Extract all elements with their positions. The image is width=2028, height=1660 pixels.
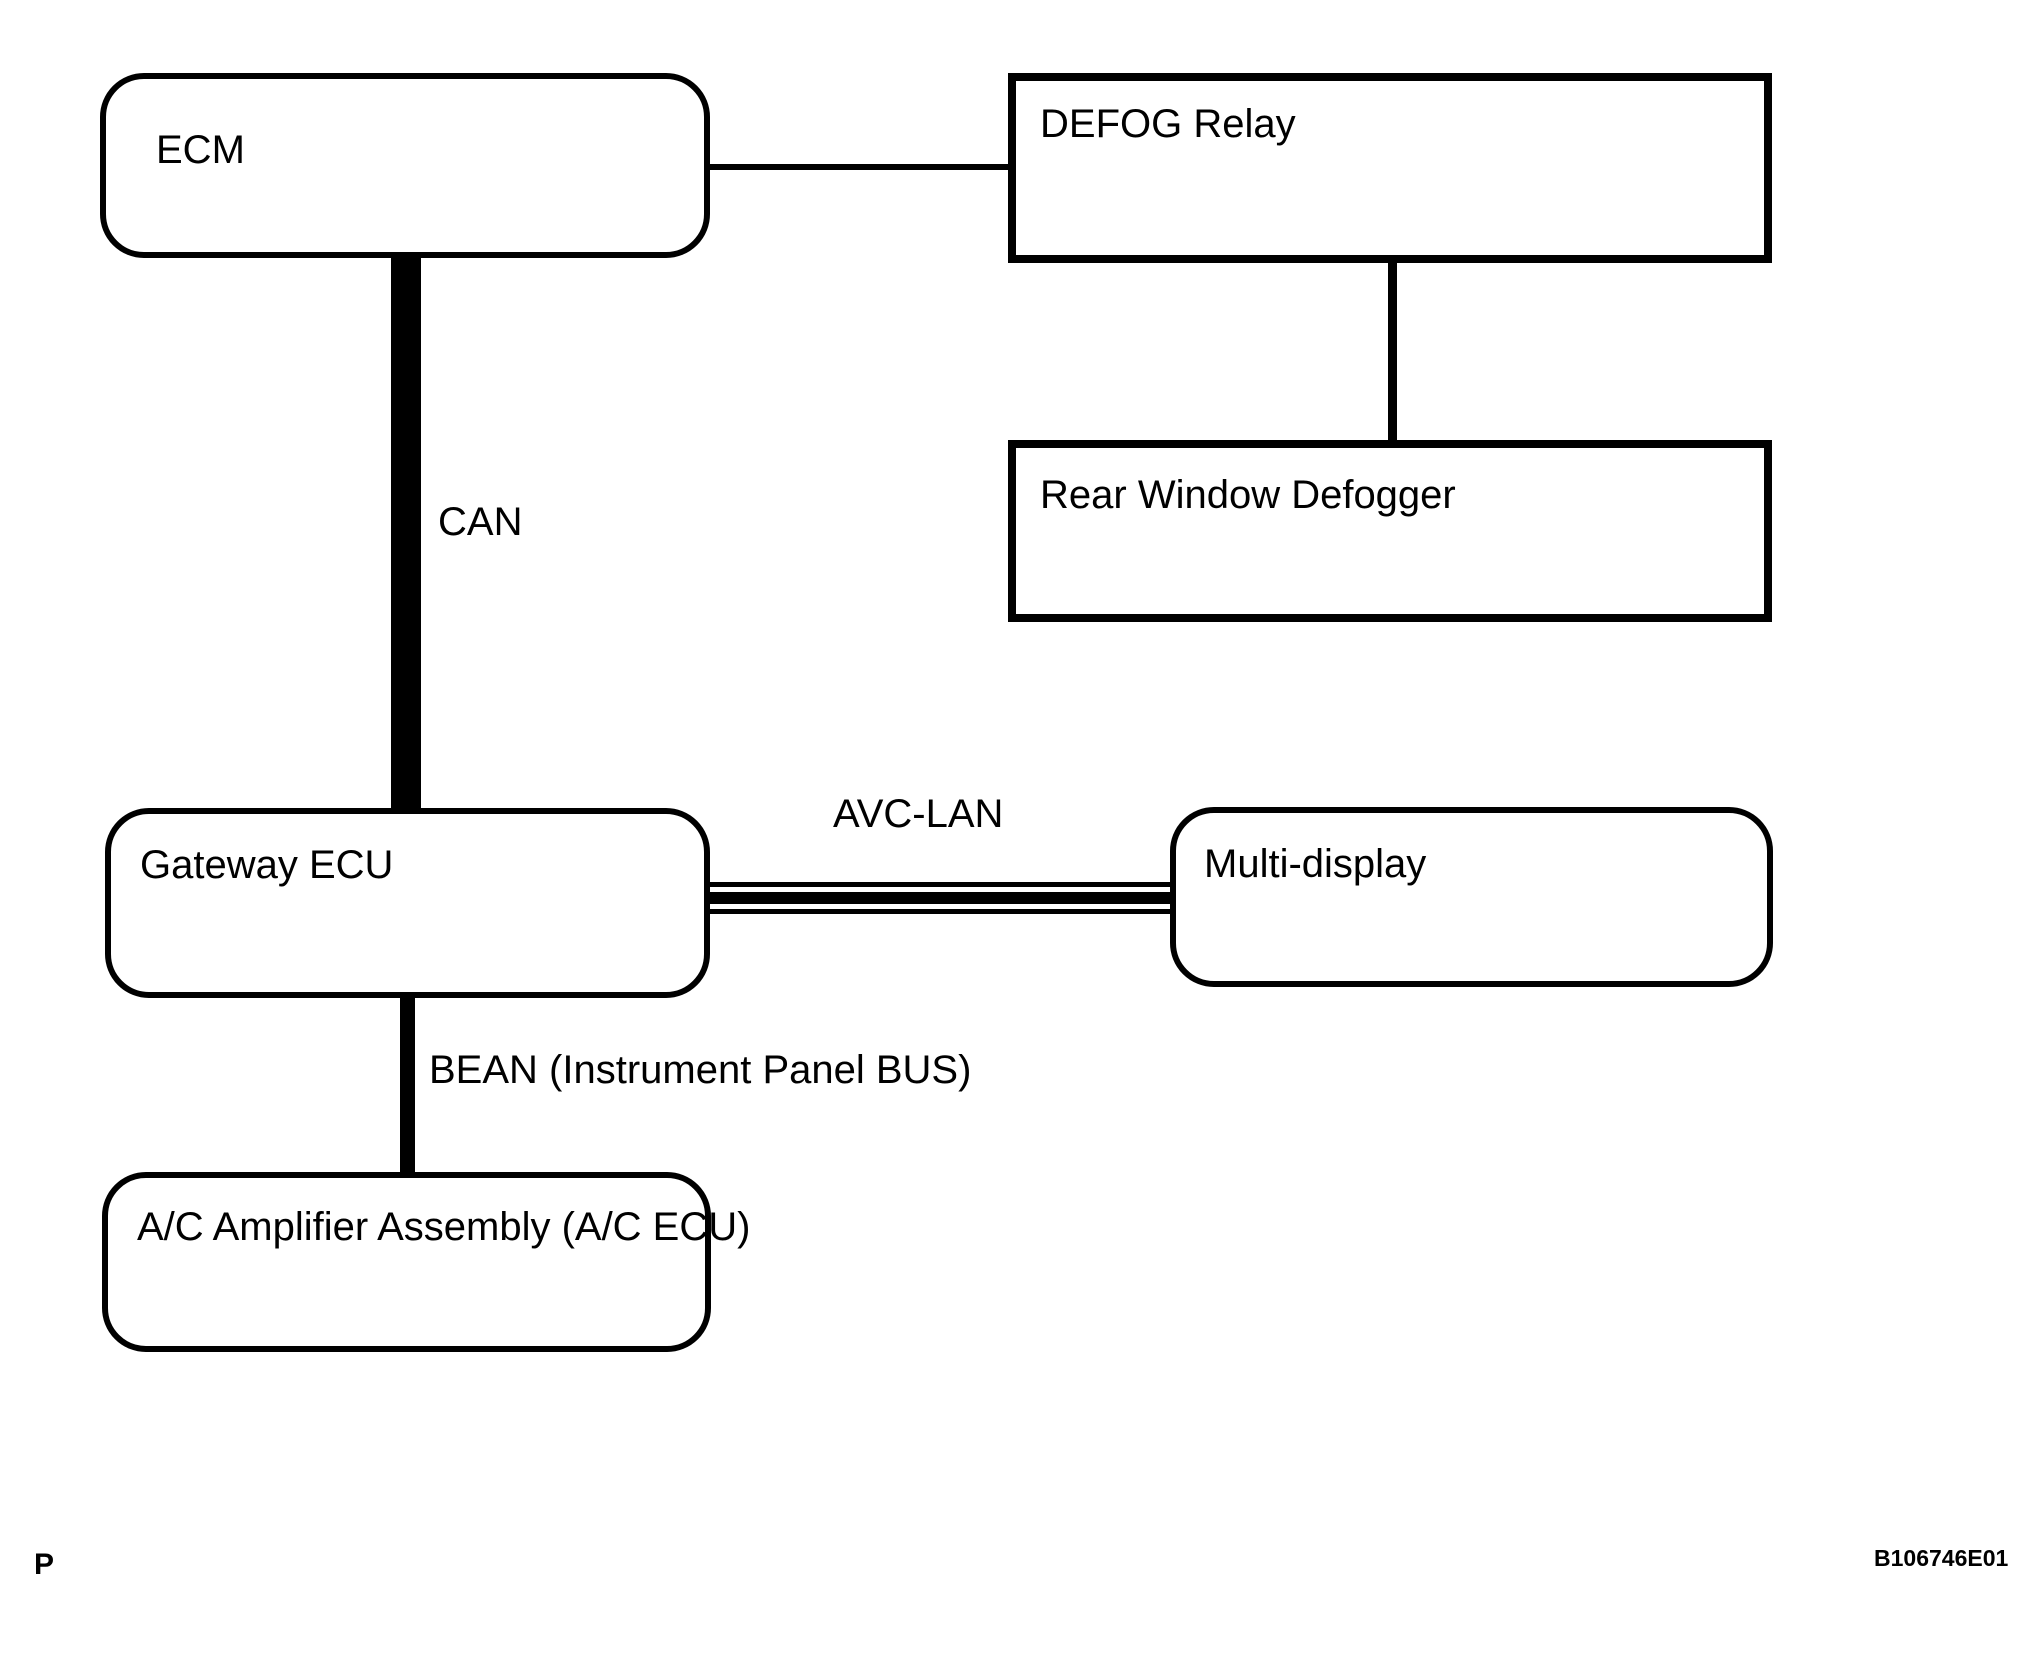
- avc-lan-bus-label: AVC-LAN: [833, 792, 1004, 836]
- rear-window-defogger-box: Rear Window Defogger: [1008, 440, 1772, 622]
- bean-bus-label: BEAN (Instrument Panel BUS): [429, 1048, 972, 1092]
- multi-display-label: Multi-display: [1204, 842, 1427, 886]
- can-bus-label: CAN: [438, 500, 523, 544]
- can-bus-line: [391, 253, 421, 813]
- figure-code: B106746E01: [1874, 1545, 2009, 1571]
- ecm-box: ECM: [100, 73, 710, 258]
- ecm-label: ECM: [156, 128, 245, 172]
- gateway-ecu-box: Gateway ECU: [105, 808, 710, 998]
- page-marker: P: [34, 1548, 55, 1581]
- ac-amplifier-box: A/C Amplifier Assembly (A/C ECU): [102, 1172, 750, 1352]
- ecm-to-defog-relay-line: [706, 164, 1012, 170]
- ac-amplifier-label: A/C Amplifier Assembly (A/C ECU): [137, 1205, 751, 1249]
- defog-relay-label: DEFOG Relay: [1040, 102, 1296, 146]
- avc-lan-bus-line: [706, 882, 1172, 914]
- multi-display-box: Multi-display: [1170, 807, 1773, 987]
- bean-bus-line: [400, 993, 415, 1177]
- defog-relay-box: DEFOG Relay: [1008, 73, 1772, 263]
- defog-relay-to-rear-defogger-line: [1388, 256, 1397, 446]
- gateway-ecu-label: Gateway ECU: [140, 843, 394, 887]
- rear-window-defogger-label: Rear Window Defogger: [1040, 473, 1456, 517]
